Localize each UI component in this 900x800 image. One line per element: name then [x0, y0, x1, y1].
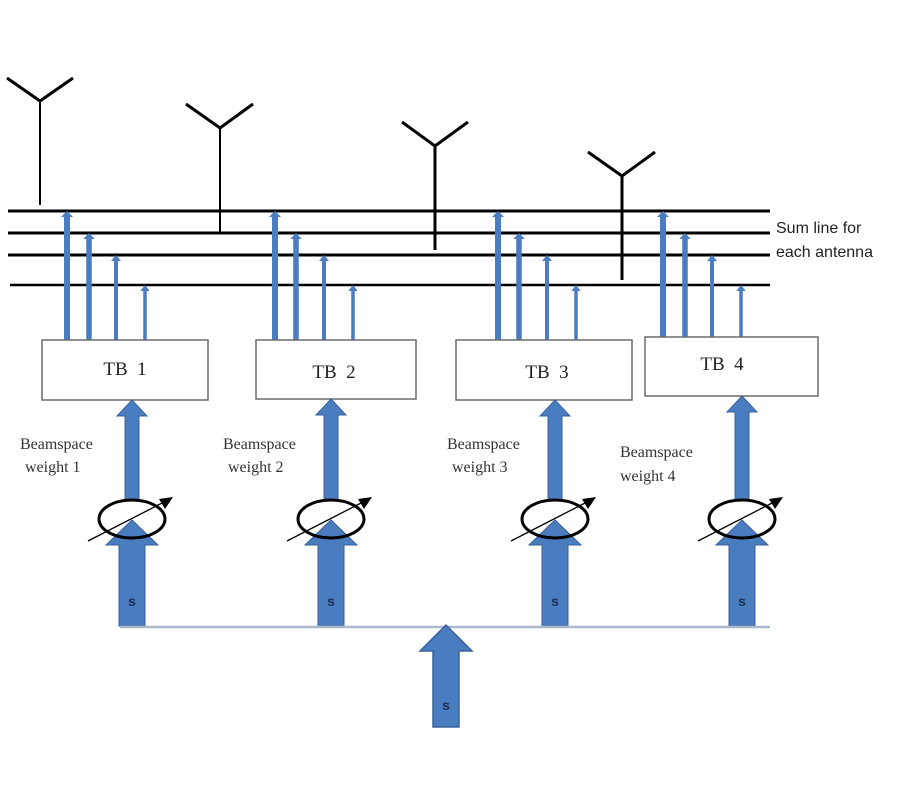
- signal-arrow-icon: [527, 519, 583, 627]
- input-signal-arrow: s: [418, 623, 474, 728]
- signal-arrow-icon: [714, 519, 770, 627]
- weight-arrow-icon: [725, 395, 759, 501]
- antenna-4: [587, 150, 656, 280]
- sum-line-label-1: Sum line for: [776, 220, 862, 237]
- phase-shifter-icon: [707, 498, 777, 540]
- output-arrow: [269, 211, 281, 340]
- weight-group-2: s: [286, 398, 372, 627]
- tb-block-3: TB 3: [455, 339, 633, 401]
- adjust-arrow-icon: [769, 497, 783, 509]
- output-arrow: [61, 211, 73, 340]
- arrow-up-icon: [269, 211, 281, 217]
- tb-block-4: TB 4: [644, 336, 819, 397]
- output-arrow: [736, 285, 746, 337]
- weight-label-1-line2: weight 1: [25, 459, 81, 476]
- signal-label-2: s: [327, 593, 335, 609]
- arrow-up-icon: [736, 285, 746, 291]
- weight-group-1: s: [87, 399, 173, 627]
- weight-label-3-line1: Beamspace: [447, 436, 520, 453]
- tb-block-2: TB 2: [255, 339, 417, 400]
- sum-line-label-2: each antenna: [776, 244, 873, 261]
- weight-arrow-icon: [115, 399, 149, 501]
- arrow-up-icon: [319, 255, 329, 261]
- antenna-1: [6, 76, 74, 205]
- tb-box-2: [255, 339, 417, 400]
- sum-lines: [8, 209, 770, 287]
- output-arrow: [542, 255, 552, 340]
- output-arrow: [492, 211, 504, 340]
- input-arrow-icon: [418, 623, 474, 728]
- tb-box-1: [41, 339, 209, 401]
- antenna-1-icon: [6, 76, 74, 103]
- antenna-2-icon: [185, 102, 254, 130]
- arrow-up-icon: [111, 255, 121, 261]
- adjust-arrow-icon: [159, 497, 173, 509]
- weight-label-4-line2: weight 4: [620, 468, 676, 485]
- weight-arrow-icon: [538, 399, 572, 501]
- weight-group-4: s: [697, 395, 783, 627]
- weight-label-2-line2: weight 2: [228, 459, 284, 476]
- output-arrow: [83, 233, 95, 340]
- phase-shifter-icon: [520, 498, 590, 540]
- weight-label-2-line1: Beamspace: [223, 436, 296, 453]
- arrow-up-icon: [348, 285, 358, 291]
- signal-arrow-icon: [303, 519, 359, 627]
- weight-label-3-line2: weight 3: [452, 459, 508, 476]
- antenna-4-icon: [587, 150, 656, 178]
- tb-box-4: [644, 336, 819, 397]
- arrow-up-icon: [571, 285, 581, 291]
- antenna-2: [185, 102, 254, 233]
- output-arrow: [140, 285, 150, 340]
- arrow-up-icon: [492, 211, 504, 217]
- tb-label-4: TB 4: [700, 354, 744, 375]
- signal-label-1: s: [128, 593, 136, 609]
- arrow-up-icon: [83, 233, 95, 239]
- tb-box-3: [455, 339, 633, 401]
- output-arrow: [348, 285, 358, 340]
- output-arrow: [111, 255, 121, 340]
- output-arrow: [657, 211, 669, 337]
- output-arrow: [679, 233, 691, 337]
- tb-block-1: TB 1: [41, 339, 209, 401]
- output-arrow: [571, 285, 581, 340]
- output-arrow: [290, 233, 302, 340]
- weight-group-3: s: [510, 399, 596, 627]
- arrow-up-icon: [61, 211, 73, 217]
- weight-arrow-icon: [314, 398, 348, 501]
- signal-label-4: s: [738, 593, 746, 609]
- signal-label-3: s: [551, 593, 559, 609]
- weight-label-4-line1: Beamspace: [620, 444, 693, 461]
- output-arrows: [61, 211, 746, 340]
- tb-label-2: TB 2: [312, 362, 355, 383]
- arrow-up-icon: [513, 233, 525, 239]
- signal-arrow-icon: [104, 519, 160, 627]
- output-arrow: [707, 255, 717, 337]
- output-arrow: [513, 233, 525, 340]
- input-signal-label: s: [442, 697, 450, 713]
- arrow-up-icon: [542, 255, 552, 261]
- antenna-3: [401, 120, 469, 250]
- phase-shifter-icon: [97, 498, 167, 540]
- output-arrow: [319, 255, 329, 340]
- tb-label-3: TB 3: [525, 362, 568, 383]
- weight-label-1-line1: Beamspace: [20, 436, 93, 453]
- arrow-up-icon: [707, 255, 717, 261]
- arrow-up-icon: [140, 285, 150, 291]
- arrow-up-icon: [679, 233, 691, 239]
- arrow-up-icon: [657, 211, 669, 217]
- tb-label-1: TB 1: [103, 359, 146, 380]
- antenna-3-icon: [401, 120, 469, 148]
- adjust-arrow-icon: [358, 497, 372, 509]
- phase-shifter-icon: [296, 498, 366, 540]
- arrow-up-icon: [290, 233, 302, 239]
- adjust-arrow-icon: [582, 497, 596, 509]
